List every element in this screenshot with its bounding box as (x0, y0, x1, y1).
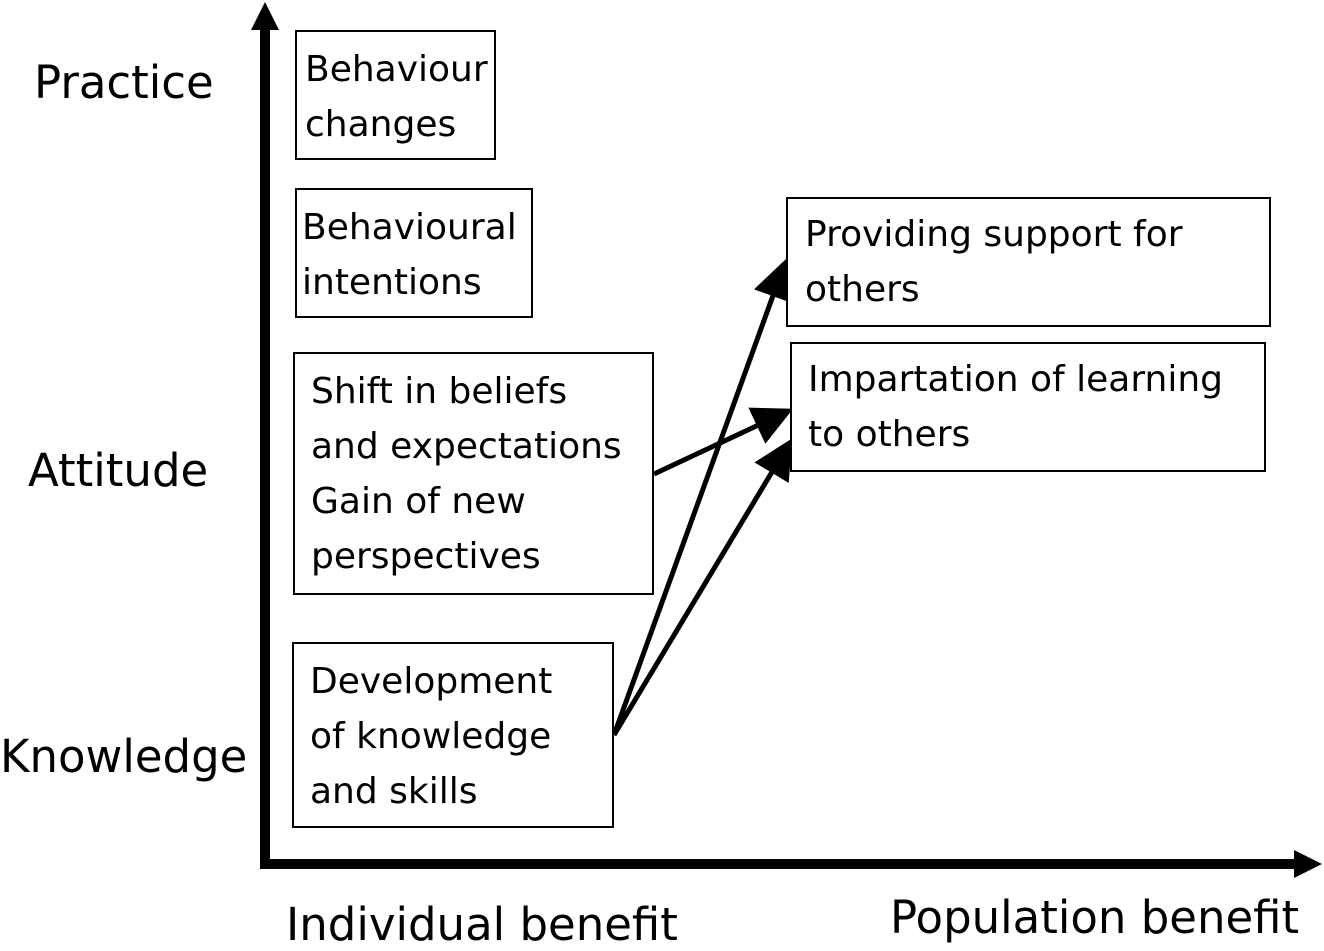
x-label-individual-benefit: Individual benefit (286, 898, 678, 951)
box-providing-support: Providing support for others (786, 197, 1271, 327)
y-axis-arrowhead (251, 2, 279, 30)
box-line: Providing support for (805, 214, 1183, 255)
box-line: intentions (302, 262, 482, 303)
box-impartation-of-learning: Impartation of learning to others (790, 342, 1266, 472)
y-label-attitude: Attitude (28, 444, 209, 497)
box-shift-in-beliefs: Shift in beliefs and expectations Gain o… (293, 352, 654, 595)
arrow-knowledge-to-support (611, 258, 792, 736)
arrow-knowledge-to-impartation (611, 438, 793, 737)
box-line: perspectives (311, 536, 541, 577)
box-line: Gain of new (311, 481, 526, 522)
box-line: Behaviour (305, 49, 488, 90)
box-development-of-knowledge: Development of knowledge and skills (292, 642, 614, 828)
box-line: to others (808, 414, 971, 455)
y-label-knowledge: Knowledge (0, 730, 248, 783)
box-line: changes (305, 104, 457, 145)
box-line: of knowledge (310, 716, 552, 757)
box-line: Shift in beliefs (311, 371, 568, 412)
box-line: Impartation of learning (808, 359, 1223, 400)
box-behavioural-intentions: Behavioural intentions (295, 188, 533, 318)
box-line: and skills (310, 771, 478, 812)
y-label-practice: Practice (34, 56, 214, 109)
box-line: others (805, 269, 920, 310)
box-line: Development (310, 661, 553, 702)
box-behaviour-changes: Behaviour changes (295, 30, 496, 160)
box-line: Behavioural (302, 207, 517, 248)
box-line: and expectations (311, 426, 622, 467)
x-label-population-benefit: Population benefit (890, 891, 1300, 944)
x-axis-arrowhead (1294, 850, 1322, 878)
